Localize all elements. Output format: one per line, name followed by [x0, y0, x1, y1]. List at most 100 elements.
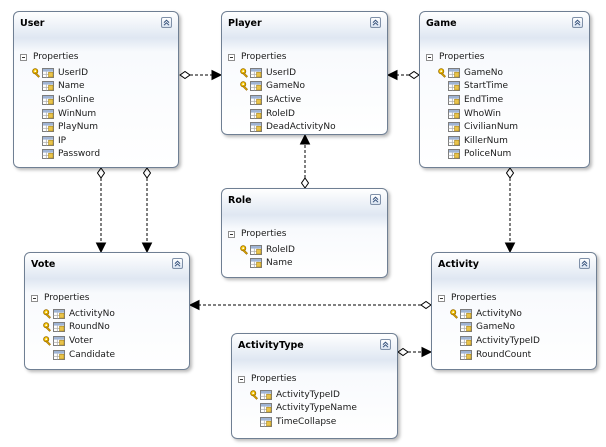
collapse-minus-icon[interactable] — [20, 53, 27, 61]
key-placeholder — [438, 80, 448, 92]
column-icon — [250, 94, 262, 105]
property-row[interactable]: Name — [32, 80, 100, 94]
collapse-chevron-icon[interactable] — [572, 17, 583, 28]
primary-key-icon — [450, 308, 460, 320]
key-placeholder — [438, 121, 448, 133]
properties-label: Properties — [44, 293, 90, 303]
association-arrow-vote — [188, 299, 200, 311]
property-row[interactable]: IP — [32, 134, 100, 148]
property-name: UserID — [266, 67, 297, 78]
key-placeholder — [32, 108, 42, 120]
collapse-minus-icon[interactable] — [31, 294, 38, 302]
key-placeholder — [438, 135, 448, 147]
property-row[interactable]: EndTime — [438, 93, 518, 107]
property-name: RoundNo — [69, 322, 110, 333]
collapse-minus-icon[interactable] — [228, 230, 235, 238]
collapse-chevron-icon[interactable] — [370, 17, 381, 28]
property-name: Candidate — [69, 349, 116, 360]
association-arrow-activity — [421, 346, 433, 358]
property-name: RoleID — [266, 108, 295, 119]
collapse-chevron-icon[interactable] — [579, 258, 590, 269]
property-row[interactable]: Name — [240, 257, 295, 271]
property-row[interactable]: PoliceNum — [438, 148, 518, 162]
column-icon — [250, 67, 262, 78]
property-row[interactable]: WinNum — [32, 107, 100, 121]
property-row[interactable]: DeadActivityNo — [240, 120, 336, 134]
collapse-chevron-icon[interactable] — [172, 258, 183, 269]
properties-section-header[interactable]: Properties — [228, 51, 286, 63]
property-row[interactable]: ActivityTypeID — [450, 334, 540, 348]
properties-section-header[interactable]: Properties — [426, 51, 484, 63]
property-name: PlayNum — [58, 122, 98, 133]
collapse-chevron-icon[interactable] — [161, 17, 172, 28]
properties-section-header[interactable]: Properties — [438, 292, 496, 304]
properties-section-header[interactable]: Properties — [31, 292, 89, 304]
column-icon — [250, 108, 262, 119]
key-placeholder — [250, 416, 260, 428]
property-row[interactable]: Candidate — [43, 348, 115, 362]
property-row[interactable]: KillerNum — [438, 134, 518, 148]
property-row[interactable]: UserID — [32, 66, 100, 80]
property-row[interactable]: ActivityTypeName — [250, 402, 357, 416]
association-diamond-activitytype — [397, 347, 409, 357]
properties-section-header[interactable]: Properties — [238, 373, 296, 385]
property-row[interactable]: RoleID — [240, 243, 295, 257]
property-row[interactable]: UserID — [240, 66, 336, 80]
property-row[interactable]: Voter — [43, 334, 115, 348]
property-row[interactable]: RoleID — [240, 107, 336, 121]
property-row[interactable]: IsOnline — [32, 93, 100, 107]
property-name: TimeCollapse — [276, 416, 337, 427]
property-row[interactable]: CivilianNum — [438, 120, 518, 134]
collapse-minus-icon[interactable] — [426, 53, 433, 61]
property-row[interactable]: RoundNo — [43, 321, 115, 335]
key-placeholder — [438, 148, 448, 160]
column-icon — [250, 81, 262, 92]
property-name: ActivityTypeID — [276, 389, 340, 400]
property-row[interactable]: WhoWin — [438, 107, 518, 121]
properties-section-header[interactable]: Properties — [228, 228, 286, 240]
property-row[interactable]: GameNo — [240, 80, 336, 94]
property-name: IP — [58, 135, 67, 146]
property-row[interactable]: GameNo — [438, 66, 518, 80]
column-icon — [42, 135, 54, 146]
collapse-chevron-icon[interactable] — [370, 194, 381, 205]
key-placeholder — [32, 121, 42, 133]
key-placeholder — [240, 257, 250, 269]
property-row[interactable]: IsActive — [240, 93, 336, 107]
property-row[interactable]: PlayNum — [32, 120, 100, 134]
key-placeholder — [240, 94, 250, 106]
collapse-minus-icon[interactable] — [238, 375, 245, 383]
property-row[interactable]: ActivityNo — [43, 307, 115, 321]
property-name: WinNum — [58, 108, 97, 119]
property-name: DeadActivityNo — [266, 122, 336, 133]
association-arrow-vote — [141, 242, 153, 254]
property-row[interactable]: Password — [32, 148, 100, 162]
property-row[interactable]: RoundCount — [450, 348, 540, 362]
collapse-chevron-icon[interactable] — [380, 339, 391, 350]
property-row[interactable]: StartTime — [438, 80, 518, 94]
property-name: ActivityTypeName — [276, 403, 357, 414]
property-name: ActivityTypeID — [476, 335, 540, 346]
property-row[interactable]: GameNo — [450, 321, 540, 335]
column-icon — [53, 349, 65, 360]
association-diamond-game — [408, 70, 420, 80]
property-row[interactable]: ActivityNo — [450, 307, 540, 321]
association-diamond-game — [505, 167, 515, 179]
properties-section-header[interactable]: Properties — [20, 51, 78, 63]
collapse-minus-icon[interactable] — [438, 294, 445, 302]
column-icon — [448, 135, 460, 146]
entity-title: Activity — [438, 259, 479, 270]
column-icon — [460, 308, 472, 319]
collapse-minus-icon[interactable] — [228, 53, 235, 61]
property-row[interactable]: ActivityTypeID — [250, 388, 357, 402]
property-row[interactable]: TimeCollapse — [250, 415, 357, 429]
